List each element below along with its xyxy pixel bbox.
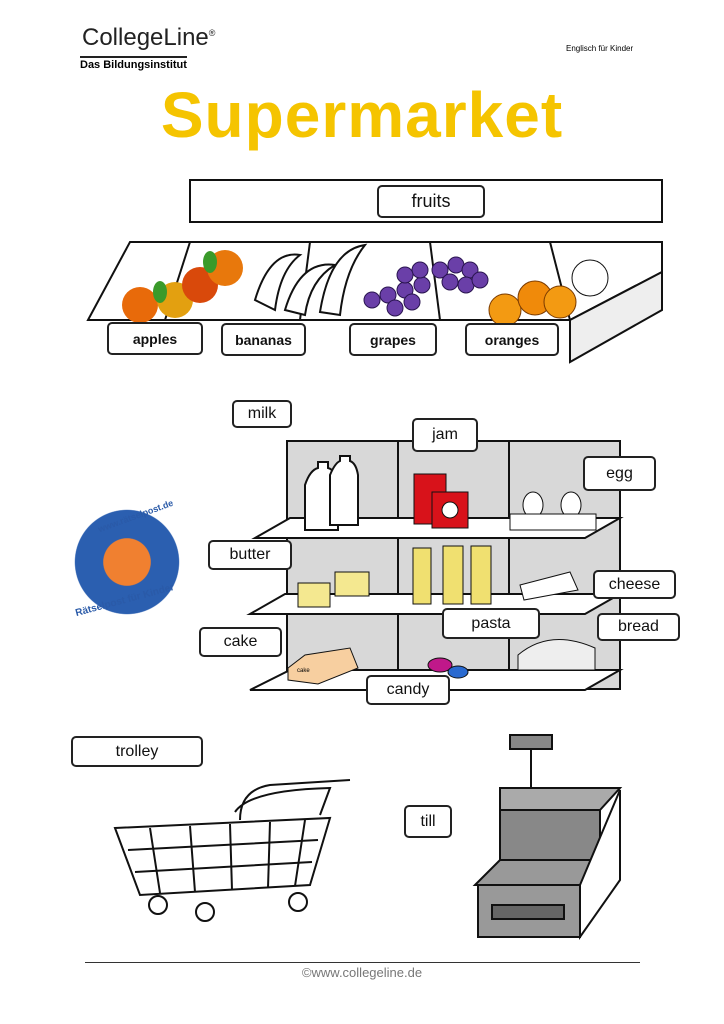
label-jam: jam <box>412 418 478 452</box>
label-grapes: grapes <box>349 323 437 356</box>
label-till: till <box>404 805 452 838</box>
label-cake: cake <box>199 627 282 657</box>
candy <box>427 657 469 679</box>
milk-bottles <box>304 455 359 531</box>
apples-image <box>122 250 243 323</box>
label-bananas: bananas <box>221 323 306 356</box>
label-fruits: fruits <box>377 185 485 218</box>
label-cheese: cheese <box>593 570 676 599</box>
jam-jars <box>413 473 469 529</box>
subject-label: Englisch für Kinder <box>566 44 634 53</box>
cake-box <box>287 647 359 685</box>
oranges-image <box>488 259 609 327</box>
bread <box>517 639 596 671</box>
registered-mark: ® <box>208 28 216 38</box>
label-pasta: pasta <box>442 608 540 639</box>
label-butter: butter <box>208 540 292 570</box>
cheese <box>519 571 579 601</box>
logo-text: CollegeLine <box>82 24 209 51</box>
footer-text: ©www.collegeline.de <box>301 965 423 980</box>
label-bread: bread <box>597 613 680 641</box>
label-egg: egg <box>583 456 656 491</box>
butter-packs <box>297 571 370 608</box>
pasta-packs <box>412 545 492 605</box>
label-trolley: trolley <box>71 736 203 767</box>
till-image <box>472 734 623 941</box>
logo-tagline: Das Bildungsinstitut <box>80 56 187 71</box>
label-apples: apples <box>107 322 203 355</box>
cake-box-text: cake <box>297 668 310 674</box>
label-oranges: oranges <box>465 323 559 356</box>
page-title: Supermarket <box>160 79 564 151</box>
label-milk: milk <box>232 400 292 428</box>
label-candy: candy <box>366 675 450 705</box>
raetselpost-badge: www.rätselpost.de Rätselpost für Kinder <box>68 498 186 621</box>
bananas-image <box>253 243 368 317</box>
footer-divider <box>85 962 640 963</box>
grapes-image <box>363 256 489 317</box>
trolley-image <box>113 779 351 922</box>
eggs <box>509 491 597 531</box>
logo-name: CollegeLine® <box>82 24 215 52</box>
